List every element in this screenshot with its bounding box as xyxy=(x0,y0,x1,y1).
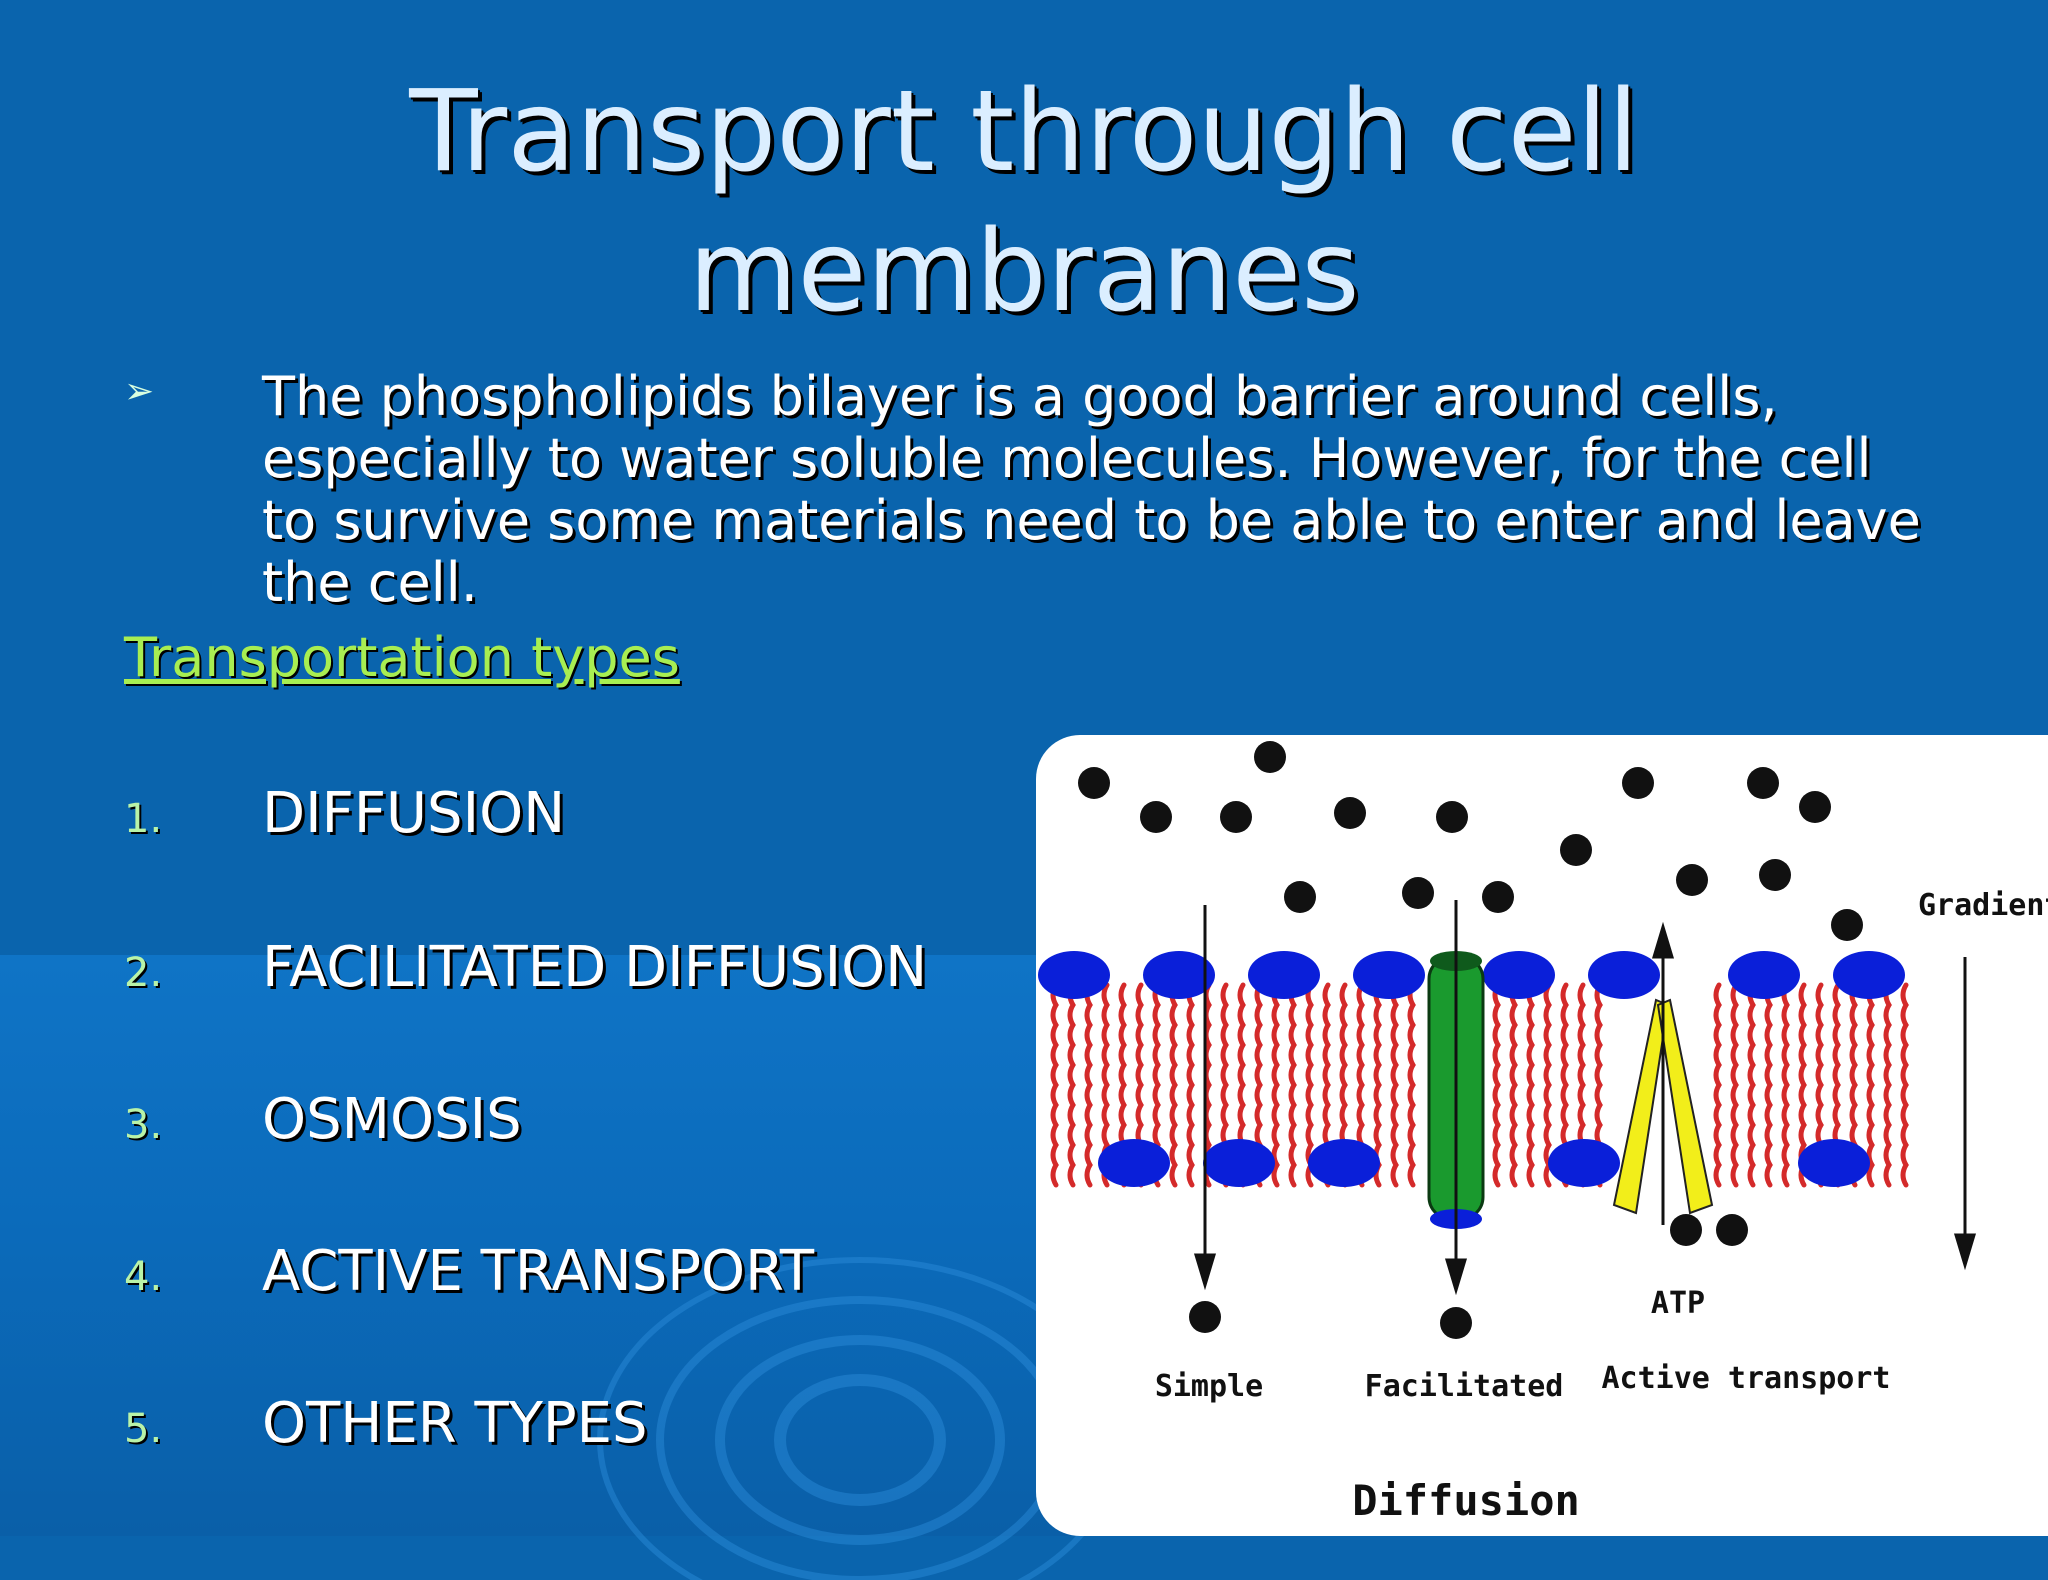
lipid-head xyxy=(1353,951,1425,999)
title-line-1: Transport through cell xyxy=(409,67,1639,197)
gradient-arrowhead xyxy=(1953,1233,1977,1271)
lipid-tail xyxy=(1526,982,1535,1188)
lipid-tail xyxy=(1305,982,1314,1188)
diffusion-caption: Diffusion xyxy=(1352,1476,1580,1525)
lipid-tail xyxy=(1866,982,1875,1188)
list-item: 4. ACTIVE TRANSPORT xyxy=(0,1234,1040,1314)
solute-molecule xyxy=(1716,1214,1748,1246)
lipid-tail xyxy=(1543,982,1552,1188)
solute-molecule xyxy=(1747,767,1779,799)
transportation-types-link[interactable]: Transportation types xyxy=(124,626,680,689)
gradient-label: Gradient xyxy=(1918,888,2048,923)
solute-molecule xyxy=(1078,767,1110,799)
lipid-tail xyxy=(1764,982,1773,1188)
carrier-protein-right xyxy=(1656,998,1714,1215)
solute-molecule xyxy=(1440,1307,1472,1339)
lipid-head xyxy=(1798,1139,1870,1187)
lipid-head xyxy=(1308,1139,1380,1187)
lipid-head xyxy=(1548,1139,1620,1187)
list-label: ACTIVE TRANSPORT xyxy=(262,1239,815,1304)
lipid-head xyxy=(1143,951,1215,999)
solute-molecules xyxy=(1078,741,1863,1339)
solute-molecule xyxy=(1670,1214,1702,1246)
solute-molecule xyxy=(1831,909,1863,941)
diagram-canvas: Gradient ATP Simple Facilitated Active t… xyxy=(1038,741,2048,1525)
lipid-tail xyxy=(1900,982,1909,1188)
lipid-head xyxy=(1203,1139,1275,1187)
lipid-tail xyxy=(1373,982,1382,1188)
solute-molecule xyxy=(1436,801,1468,833)
list-item: 1. DIFFUSION xyxy=(0,776,1040,856)
lipid-tail xyxy=(1271,982,1280,1188)
title-line-2: membranes xyxy=(688,207,1360,337)
arrowhead-bullet-icon: ➢ xyxy=(124,371,155,412)
lipid-tail xyxy=(1407,982,1416,1188)
solute-molecule xyxy=(1284,881,1316,913)
list-item: 5. OTHER TYPES xyxy=(0,1386,1040,1466)
lipid-head xyxy=(1098,1139,1170,1187)
lipid-tail xyxy=(1067,982,1076,1188)
simple-label: Simple xyxy=(1155,1369,1263,1404)
list-number: 3. xyxy=(124,1102,163,1148)
list-number: 5. xyxy=(124,1406,163,1452)
lipid-tail xyxy=(1288,982,1297,1188)
lipid-head xyxy=(1833,951,1905,999)
list-label: OSMOSIS xyxy=(262,1087,522,1152)
lipid-tail xyxy=(1186,982,1195,1188)
lipid-tail xyxy=(1492,982,1501,1188)
atp-label: ATP xyxy=(1651,1286,1705,1321)
lipid-tail xyxy=(1883,982,1892,1188)
solute-molecule xyxy=(1140,801,1172,833)
facilitated-label: Facilitated xyxy=(1365,1369,1564,1404)
lipid-tail xyxy=(1509,982,1518,1188)
lipid-head xyxy=(1038,951,1110,999)
active-transport-label: Active transport xyxy=(1602,1361,1891,1396)
membrane-transport-diagram: Gradient ATP Simple Facilitated Active t… xyxy=(1036,735,2048,1536)
solute-molecule xyxy=(1759,859,1791,891)
carrier-protein-left xyxy=(1612,998,1670,1215)
lipid-head xyxy=(1483,951,1555,999)
lipid-head xyxy=(1728,951,1800,999)
list-label: DIFFUSION xyxy=(262,781,566,846)
intro-paragraph: The phospholipids bilayer is a good barr… xyxy=(262,365,1921,614)
lipid-head xyxy=(1248,951,1320,999)
list-number: 4. xyxy=(124,1254,163,1300)
solute-molecule xyxy=(1676,864,1708,896)
lipid-heads xyxy=(1038,951,1905,1187)
list-item: 3. OSMOSIS xyxy=(0,1082,1040,1162)
list-number: 2. xyxy=(124,950,163,996)
solute-molecule xyxy=(1622,767,1654,799)
active-arrowhead xyxy=(1651,921,1675,959)
lipid-tail xyxy=(1781,982,1790,1188)
list-number: 1. xyxy=(124,796,163,842)
lipid-tail xyxy=(1747,982,1756,1188)
lipid-tail xyxy=(1169,982,1178,1188)
lipid-tail xyxy=(1798,982,1807,1188)
solute-molecule xyxy=(1254,741,1286,773)
lipid-head xyxy=(1588,951,1660,999)
lipid-tail xyxy=(1390,982,1399,1188)
slide-title: Transport through cell membranes xyxy=(0,62,2048,342)
lipid-tail xyxy=(1203,982,1212,1188)
list-item: 2. FACILITATED DIFFUSION xyxy=(0,930,1040,1010)
solute-molecule xyxy=(1334,797,1366,829)
solute-molecule xyxy=(1560,834,1592,866)
facilitated-arrowhead xyxy=(1444,1258,1468,1296)
solute-molecule xyxy=(1402,877,1434,909)
solute-molecule xyxy=(1799,791,1831,823)
solute-molecule xyxy=(1220,801,1252,833)
solute-molecule xyxy=(1189,1301,1221,1333)
list-label: FACILITATED DIFFUSION xyxy=(262,935,928,1000)
lipid-tail xyxy=(1730,982,1739,1188)
lipid-tail xyxy=(1050,982,1059,1188)
lipid-tail xyxy=(1713,982,1722,1188)
list-label: OTHER TYPES xyxy=(262,1391,648,1456)
solute-molecule xyxy=(1482,881,1514,913)
lipid-tail xyxy=(1084,982,1093,1188)
simple-arrowhead xyxy=(1193,1253,1217,1291)
